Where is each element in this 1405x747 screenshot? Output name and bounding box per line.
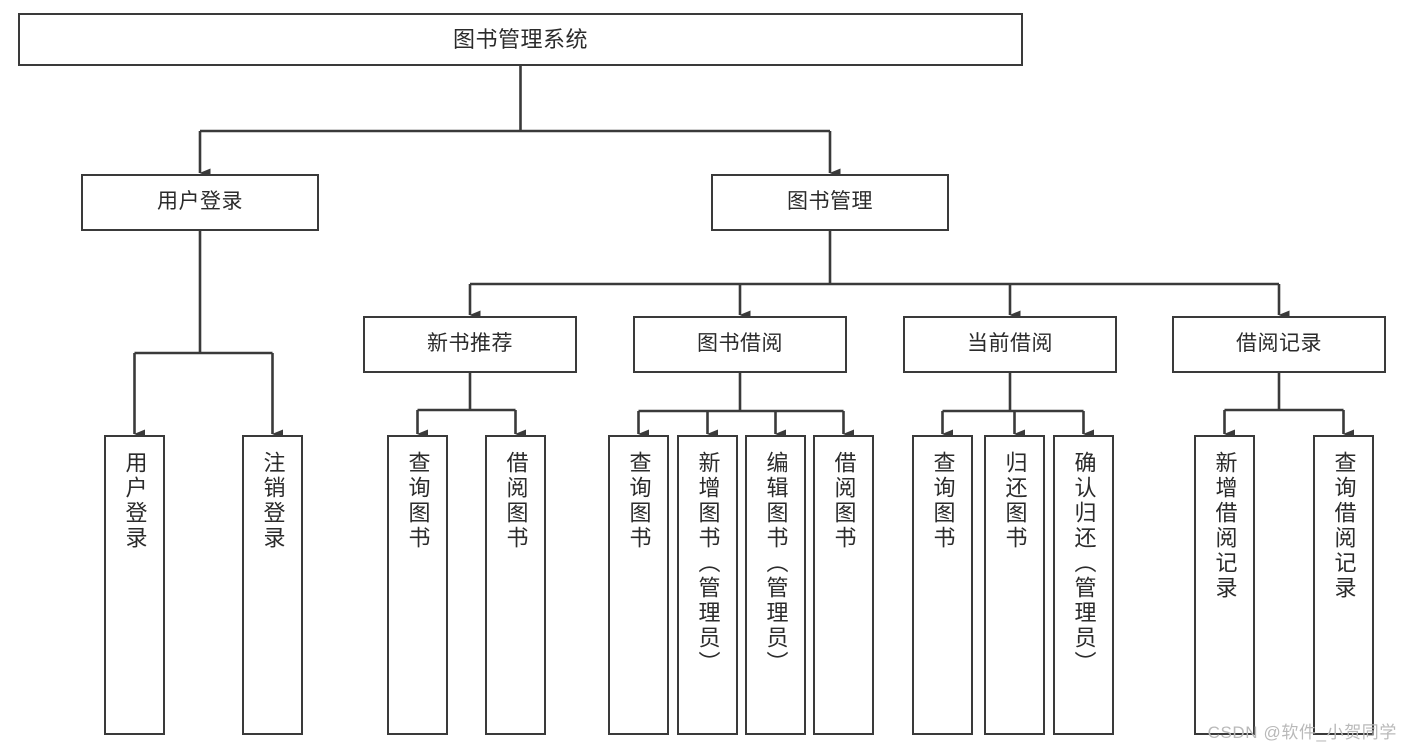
node-leaf-borrow-book-1[interactable]: 借阅图书 <box>485 435 546 735</box>
node-root[interactable]: 图书管理系统 <box>18 13 1023 66</box>
node-label: 借阅图书 <box>503 451 529 551</box>
node-label: 查询图书 <box>930 451 956 551</box>
node-leaf-borrow-book-2[interactable]: 借阅图书 <box>813 435 874 735</box>
node-label: 注销登录 <box>260 451 286 551</box>
node-borrow-record[interactable]: 借阅记录 <box>1172 316 1386 373</box>
node-label: 图书管理 <box>787 190 873 214</box>
node-book-management[interactable]: 图书管理 <box>711 174 949 231</box>
node-label: 新增借阅记录 <box>1212 451 1238 601</box>
node-label: 用户登录 <box>157 190 243 214</box>
node-leaf-query-book-2[interactable]: 查询图书 <box>608 435 669 735</box>
node-label: 用户登录 <box>122 451 148 551</box>
node-leaf-query-book-3[interactable]: 查询图书 <box>912 435 973 735</box>
node-current-borrow[interactable]: 当前借阅 <box>903 316 1117 373</box>
node-leaf-add-book[interactable]: 新增图书（管理员） <box>677 435 738 735</box>
node-label: 借阅记录 <box>1236 332 1322 356</box>
node-leaf-query-record[interactable]: 查询借阅记录 <box>1313 435 1374 735</box>
node-leaf-add-record[interactable]: 新增借阅记录 <box>1194 435 1255 735</box>
node-label: 图书管理系统 <box>452 26 588 52</box>
node-label: 确认归还（管理员） <box>1071 451 1097 676</box>
node-leaf-confirm-return[interactable]: 确认归还（管理员） <box>1053 435 1114 735</box>
node-label: 借阅图书 <box>831 451 857 551</box>
node-new-book-recommend[interactable]: 新书推荐 <box>363 316 577 373</box>
node-book-borrow[interactable]: 图书借阅 <box>633 316 847 373</box>
node-leaf-return-book[interactable]: 归还图书 <box>984 435 1045 735</box>
node-leaf-user-login[interactable]: 用户登录 <box>104 435 165 735</box>
node-label: 归还图书 <box>1002 451 1028 551</box>
node-label: 查询图书 <box>626 451 652 551</box>
node-label: 新书推荐 <box>427 332 513 356</box>
node-leaf-logout[interactable]: 注销登录 <box>242 435 303 735</box>
node-label: 新增图书（管理员） <box>695 451 721 676</box>
node-label: 查询借阅记录 <box>1331 451 1357 601</box>
node-label: 图书借阅 <box>697 332 783 356</box>
node-label: 编辑图书（管理员） <box>763 451 789 676</box>
node-leaf-edit-book[interactable]: 编辑图书（管理员） <box>745 435 806 735</box>
node-label: 当前借阅 <box>967 332 1053 356</box>
node-user-login[interactable]: 用户登录 <box>81 174 319 231</box>
node-label: 查询图书 <box>405 451 431 551</box>
node-leaf-query-book-1[interactable]: 查询图书 <box>387 435 448 735</box>
